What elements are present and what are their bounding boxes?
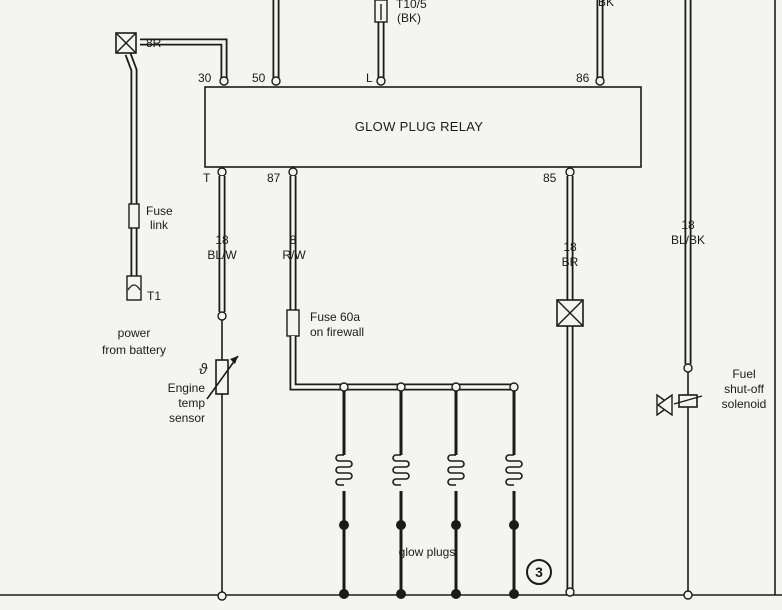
- wire-85-gauge: 18: [563, 240, 577, 254]
- wire-sol-gauge: 18: [681, 218, 695, 232]
- solenoid-line1: Fuel: [732, 367, 755, 381]
- temp-node-top: [217, 311, 227, 321]
- t1-connector: [126, 275, 142, 301]
- pin-30-node: [219, 76, 229, 86]
- connector-color: (BK): [397, 11, 421, 25]
- pin-50-node: [271, 76, 281, 86]
- solenoid-line2: shut-off: [724, 382, 764, 396]
- glow-plug-1: [335, 382, 353, 599]
- wire-85-color: BR: [562, 255, 579, 269]
- fuse60-line1: Fuse 60a: [310, 310, 360, 324]
- pin-l-label: L: [366, 71, 373, 85]
- bk-partial-label: BK: [598, 0, 614, 9]
- pin-85-label: 85: [543, 171, 557, 185]
- glow-plug-4: [505, 382, 523, 599]
- pin-85-node: [565, 167, 575, 177]
- fuse-60a: [286, 309, 300, 337]
- temp-ground-node: [217, 591, 227, 601]
- wire-85-ground-node: [565, 587, 575, 597]
- ground-badge-number: 3: [535, 564, 543, 580]
- pin-t-label: T: [203, 171, 211, 185]
- fuse60-line2: on firewall: [310, 325, 364, 339]
- glow-plugs-label: glow plugs: [399, 545, 456, 559]
- relay-title: GLOW PLUG RELAY: [355, 119, 484, 134]
- pin-l-node: [376, 76, 386, 86]
- glow-plug-2: [392, 382, 410, 599]
- pin-50-label: 50: [252, 71, 266, 85]
- wire-sol-color: BL/BK: [671, 233, 705, 247]
- power-line1: power: [118, 326, 151, 340]
- connector-label: T10/5: [396, 0, 427, 11]
- solenoid-node: [683, 363, 693, 373]
- solenoid-ground-node: [683, 590, 693, 600]
- wire-87-color: R/W: [282, 248, 306, 262]
- pin-86-node: [595, 76, 605, 86]
- pin-t-node: [217, 167, 227, 177]
- temp-sensor-line3: sensor: [169, 411, 205, 425]
- fuse-link: [128, 203, 140, 229]
- glow-plug-relay-box: [204, 86, 642, 168]
- power-line2: from battery: [102, 343, 166, 357]
- temp-sensor-line2: temp: [178, 396, 205, 410]
- fuse-link-line1: Fuse: [146, 204, 173, 218]
- pin-30-label: 30: [198, 71, 212, 85]
- temp-symbol: ϑ: [199, 361, 208, 378]
- pin-86-label: 86: [576, 71, 590, 85]
- wire-t-color: BL/W: [207, 248, 237, 262]
- fuel-shutoff-solenoid: [678, 394, 698, 408]
- fuse-link-line2: link: [150, 218, 169, 232]
- ground-point-badge: [526, 559, 552, 585]
- fusebox-label: 8R: [146, 36, 162, 50]
- wire-87-gauge: 8: [290, 233, 297, 247]
- pin-87-node: [288, 167, 298, 177]
- wire-t-gauge: 18: [215, 233, 229, 247]
- t1-label: T1: [147, 289, 161, 303]
- glow-plug-bus: [289, 336, 514, 391]
- pin-87-label: 87: [267, 171, 281, 185]
- temp-sensor-line1: Engine: [168, 381, 206, 395]
- solenoid-line3: solenoid: [722, 397, 767, 411]
- glow-plug-3: [447, 382, 465, 599]
